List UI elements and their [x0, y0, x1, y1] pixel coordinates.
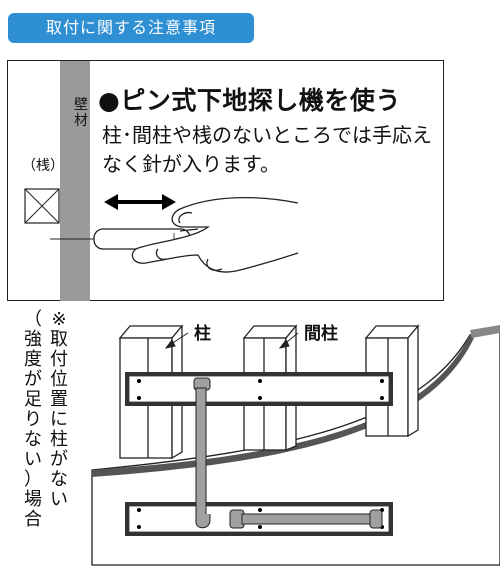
label-pointers	[164, 332, 299, 349]
pin-detector-illustration	[24, 61, 299, 301]
note-line1: ※ 取 付 位 置 に 柱 が な い	[50, 309, 68, 510]
floor-edge-top	[470, 325, 500, 338]
double-arrow-icon	[104, 194, 176, 210]
top-illustration-panel: （桟） 壁材 ●ピン式下地探し機を使う 柱･間柱や桟のないところでは手応えなく針…	[7, 60, 444, 301]
wall-material	[60, 61, 90, 301]
top-mounting-board	[125, 372, 393, 406]
pillar-right	[364, 324, 420, 438]
method-heading: ●ピン式下地探し機を使う	[98, 86, 401, 115]
section-title-badge: 取付に関する注意事項	[8, 13, 254, 43]
note-line2: （ 強 度 が 足 り な い ） 場 合	[24, 309, 42, 530]
method-description: 柱･間柱や桟のないところでは手応えなく針が入ります。	[102, 123, 432, 176]
horizontal-handrail	[229, 509, 383, 529]
stud-box-icon	[24, 188, 60, 224]
pillar-label: 柱	[194, 324, 211, 344]
vertical-handrail	[193, 377, 211, 529]
hand-icon	[131, 196, 299, 273]
stud-label: （桟）	[22, 158, 64, 174]
wall-material-label: 壁材	[74, 97, 88, 129]
stud-pillar-label: 間柱	[304, 324, 338, 344]
